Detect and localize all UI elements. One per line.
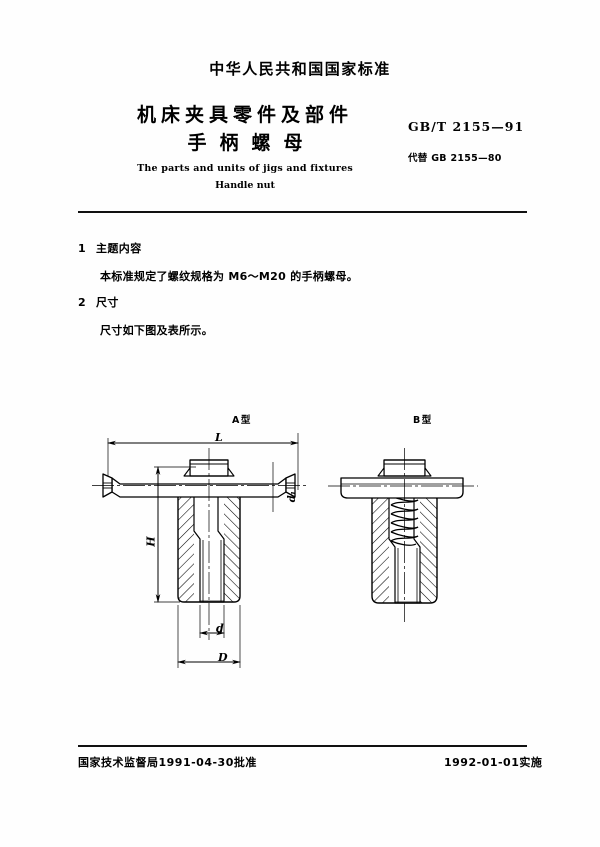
footer-effective-text: 1992-01-01实施	[444, 756, 543, 769]
section-2-heading: 2 尺寸	[78, 294, 119, 310]
section-1-number: 1	[78, 242, 87, 255]
national-standard-heading: 中华人民共和国国家标准	[209, 60, 391, 78]
header-divider-rule	[78, 211, 527, 213]
dimension-label-d: d	[216, 622, 224, 635]
dimension-label-H: H	[144, 536, 158, 547]
dimension-label-L: L	[215, 431, 223, 444]
replaced-standard-note: 代替 GB 2155—80	[408, 153, 502, 164]
footer-approval-text: 国家技术监督局1991-04-30批准	[78, 756, 257, 769]
section-1-heading-text: 主题内容	[96, 242, 142, 255]
document-title-line2: 手柄螺母	[187, 132, 316, 154]
dimension-label-D: D	[218, 651, 228, 664]
document-title-line1: 机床夹具零件及部件	[136, 104, 353, 126]
section-1-heading: 1 主题内容	[78, 240, 142, 256]
figure-type-a-label: A型	[232, 415, 252, 426]
english-title-line1: The parts and units of jigs and fixtures	[137, 163, 353, 174]
section-1-body: 本标准规定了螺纹规格为 M6～M20 的手柄螺母。	[100, 270, 359, 283]
section-2-heading-text: 尺寸	[96, 296, 119, 309]
footer-divider-rule	[78, 745, 527, 747]
standard-number: GB/T 2155—91	[408, 119, 525, 134]
section-2-number: 2	[78, 296, 87, 309]
drawing-svg	[92, 433, 478, 668]
figure-type-b-label: B型	[413, 415, 433, 426]
section-2-body: 尺寸如下图及表所示。	[100, 324, 213, 337]
dimension-label-d1: d₁	[287, 490, 299, 503]
english-title-line2: Handle nut	[215, 180, 275, 191]
technical-drawing: A型 B型 L H d D d₁	[90, 400, 540, 700]
